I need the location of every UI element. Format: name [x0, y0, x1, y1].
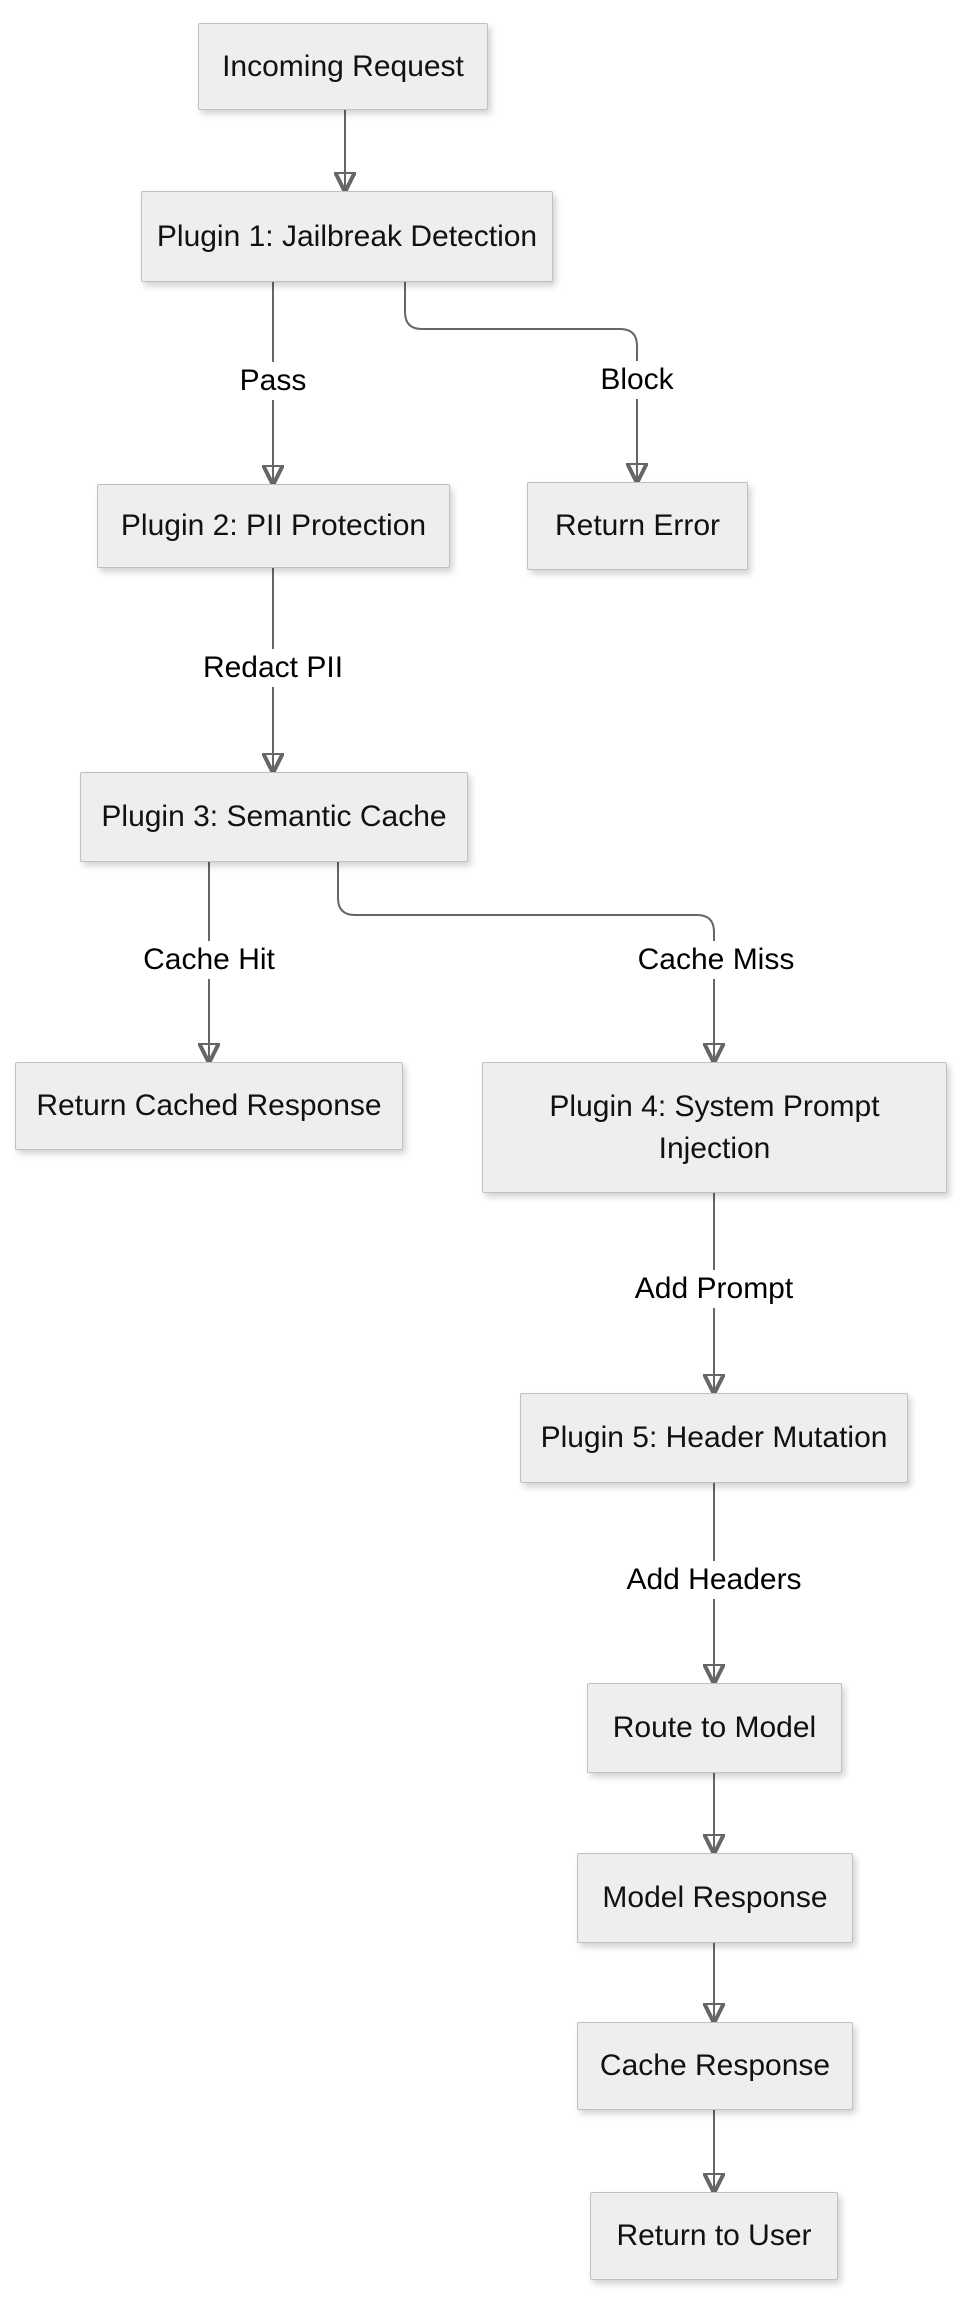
node-plugin2-pii-protection: Plugin 2: PII Protection	[97, 484, 450, 568]
node-label: Plugin 1: Jailbreak Detection	[156, 219, 538, 253]
edge-label-cache-hit: Cache Hit	[135, 941, 283, 979]
edge-label-pass: Pass	[231, 362, 315, 400]
node-label: Return Cached Response	[36, 1089, 382, 1122]
node-plugin5-header-mutation: Plugin 5: Header Mutation	[520, 1393, 908, 1483]
node-label: Model Response	[602, 1881, 828, 1914]
edge-label-add-headers: Add Headers	[618, 1561, 810, 1599]
node-plugin4-system-prompt-injection: Plugin 4: System Prompt Injection	[482, 1062, 947, 1193]
node-model-response: Model Response	[577, 1853, 853, 1943]
node-label: Cache Response	[599, 2049, 831, 2082]
edge-label-block: Block	[592, 361, 682, 399]
node-return-error: Return Error	[527, 482, 748, 570]
edge-label-redact-pii: Redact PII	[194, 649, 352, 687]
node-return-to-user: Return to User	[590, 2192, 838, 2280]
node-label: Plugin 5: Header Mutation	[540, 1421, 888, 1454]
node-route-to-model: Route to Model	[587, 1683, 842, 1773]
node-cache-response: Cache Response	[577, 2022, 853, 2110]
node-return-cached-response: Return Cached Response	[15, 1062, 403, 1150]
node-label: Route to Model	[612, 1711, 817, 1744]
node-plugin3-semantic-cache: Plugin 3: Semantic Cache	[80, 772, 468, 862]
node-label: Incoming Request	[222, 49, 464, 83]
node-label: Return to User	[616, 2219, 812, 2252]
node-incoming-request: Incoming Request	[198, 23, 488, 110]
edge-label-add-prompt: Add Prompt	[626, 1270, 802, 1308]
node-label: Plugin 2: PII Protection	[120, 509, 427, 542]
node-label: Plugin 4: System Prompt Injection	[549, 1089, 880, 1165]
node-plugin1-jailbreak-detection: Plugin 1: Jailbreak Detection	[141, 191, 553, 282]
node-label: Plugin 3: Semantic Cache	[101, 800, 447, 833]
edge-label-cache-miss: Cache Miss	[629, 941, 803, 979]
node-label: Return Error	[554, 509, 721, 542]
